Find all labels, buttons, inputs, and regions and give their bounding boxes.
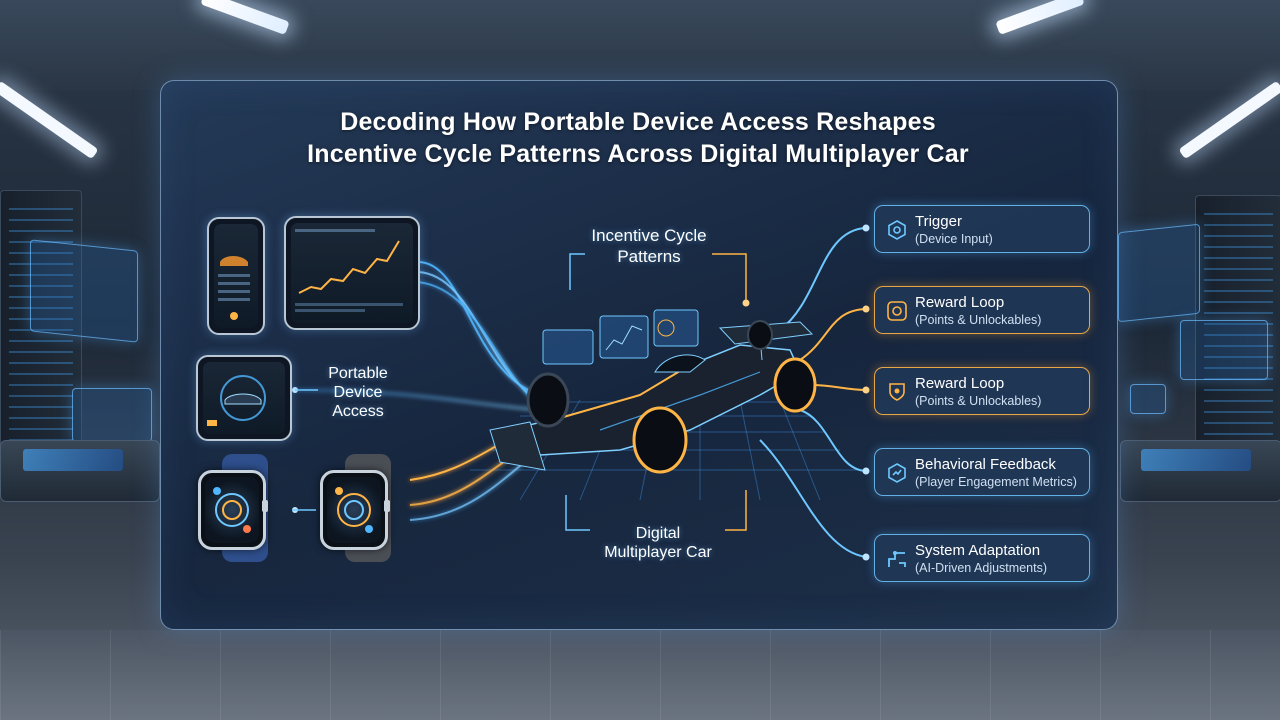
label-brackets [565, 253, 747, 531]
title-line-1: Decoding How Portable Device Access Resh… [340, 108, 936, 136]
tablet-line-chart [295, 229, 403, 312]
adaptation-icon [888, 551, 906, 567]
page-title: Decoding How Portable Device Access Resh… [160, 106, 1116, 170]
node-trigger: Trigger (Device Input) [874, 205, 1090, 253]
node-system-adaptation: System Adaptation (AI-Driven Adjustments… [874, 534, 1090, 582]
console-right [1120, 440, 1280, 502]
node-behavioral-feedback-subtitle: (Player Engagement Metrics) [915, 475, 1077, 489]
watch-crown-right [384, 500, 390, 512]
server-rack-left [0, 190, 82, 462]
ceiling [0, 0, 1280, 90]
watch-face-left [213, 487, 251, 533]
reward-icon [887, 301, 907, 321]
console-left [0, 440, 160, 502]
node-trigger-subtitle: (Device Input) [915, 232, 993, 246]
node-behavioral-feedback-title: Behavioral Feedback [915, 456, 1056, 473]
device-touch-icon [888, 220, 906, 240]
flow-dots [292, 224, 870, 561]
tablet-analytics [284, 216, 420, 330]
watch-face-right [335, 487, 373, 533]
feedback-icon [888, 463, 906, 483]
node-system-adaptation-title: System Adaptation [915, 542, 1041, 559]
node-reward-loop-1: Reward Loop (Points & Unlockables) [874, 286, 1090, 334]
phone-app-screen [218, 256, 250, 320]
smartwatch-right [320, 470, 388, 550]
smartwatch-left [198, 470, 266, 550]
node-reward-loop-1-subtitle: (Points & Unlockables) [915, 313, 1042, 327]
car-mini-dashboards [542, 309, 699, 365]
smartphone [207, 217, 265, 335]
portable-device-access-label: Portable Device Access [328, 365, 388, 420]
node-reward-loop-1-title: Reward Loop [915, 294, 1005, 311]
hologram-gauge-right [1180, 320, 1268, 380]
hologram-icon-right [1130, 384, 1166, 414]
node-reward-loop-2-subtitle: (Points & Unlockables) [915, 394, 1042, 408]
race-car [489, 320, 817, 474]
title-line-2: Incentive Cycle Patterns Across Digital … [307, 140, 969, 168]
floor [0, 630, 1280, 720]
watch-crown-left [262, 500, 268, 512]
node-reward-loop-2: Reward Loop (Points & Unlockables) [874, 367, 1090, 415]
node-trigger-title: Trigger [915, 213, 962, 230]
tablet-car-dashboard [196, 355, 292, 441]
node-system-adaptation-subtitle: (AI-Driven Adjustments) [915, 561, 1047, 575]
incentive-cycle-label: Incentive Cycle Patterns [591, 226, 707, 266]
node-reward-loop-2-title: Reward Loop [915, 375, 1005, 392]
tablet-car-screen [207, 375, 266, 426]
node-behavioral-feedback: Behavioral Feedback (Player Engagement M… [874, 448, 1090, 496]
reward-icon [889, 383, 905, 401]
digital-multiplayer-car-label: Digital Multiplayer Car [604, 525, 712, 561]
